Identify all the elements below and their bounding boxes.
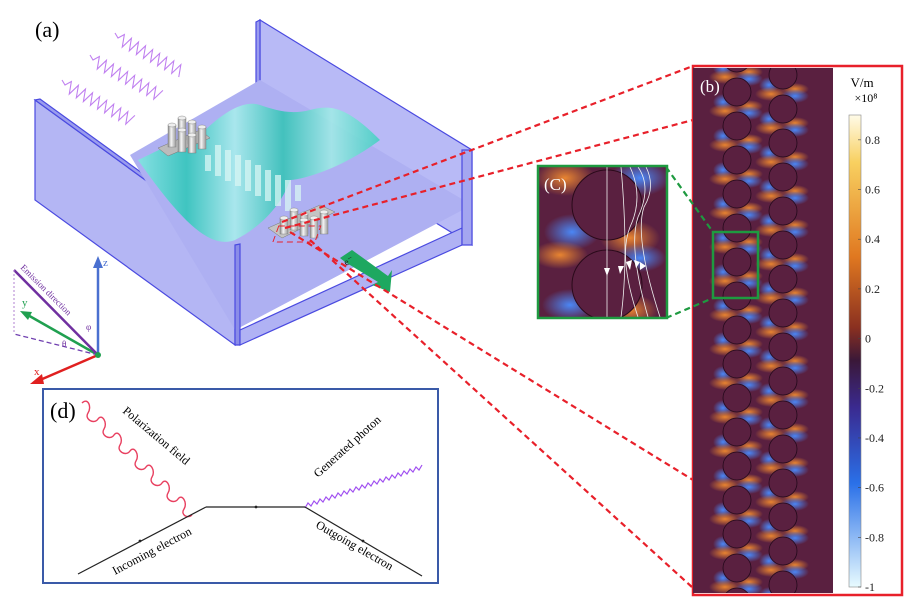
colorbar-tick-label: -0.6 [865, 481, 884, 495]
panel-c-frame [536, 164, 669, 320]
incoming-electron-line [77, 506, 207, 575]
pillar-cross-section [722, 315, 752, 345]
panel-a-label: (a) [35, 17, 59, 42]
panel-d-label: (d) [50, 398, 76, 423]
panel-b-label: (b) [700, 77, 720, 96]
pillar-cross-section [768, 502, 798, 532]
pillar-array-center [205, 145, 301, 211]
field-hotspot [755, 597, 787, 601]
pillar-cross-section [722, 213, 752, 243]
pillar-cross-section [722, 145, 752, 175]
z-label: z [103, 257, 108, 269]
colorbar-tick-label: 0.2 [865, 282, 880, 296]
y-label: y [22, 297, 28, 309]
pillar-cross-section [768, 468, 798, 498]
field-hotspot [709, 36, 741, 50]
colorbar-tick-label: -0.2 [865, 381, 884, 395]
feynman-diagram [77, 400, 423, 577]
phi-label: φ [86, 322, 91, 332]
panel-d-frame [42, 388, 439, 584]
coordinate-axes: z y x Emission direction φ θ [13, 256, 108, 384]
pillar-cross-section [722, 281, 752, 311]
pillar-cross-section [768, 434, 798, 464]
pillar-cross-section [768, 196, 798, 226]
pillar-cross-section [722, 553, 752, 583]
pillar-cross-section [722, 247, 752, 277]
pillar-cross-section [722, 485, 752, 515]
theta-label: θ [62, 339, 66, 349]
y-axis [25, 312, 99, 357]
colorbar-unit: V/m [850, 75, 873, 90]
pillar-cross-section [768, 264, 798, 294]
pillar-cross-section [768, 366, 798, 396]
colorbar-tick-label: -0.4 [865, 431, 884, 445]
pillar-cross-section [768, 68, 798, 90]
pillar-cross-section [768, 162, 798, 192]
field-hotspot [735, 38, 763, 52]
emission-direction-label: Emission direction [19, 262, 74, 317]
pillar-cross-section [768, 400, 798, 430]
zoom-lines-red [272, 64, 694, 589]
colorbar: V/m ×10⁸ 0.8 0.6 0.4 0.2 0 -0.2 -0.4 -0.6 -0.8 -1 [848, 75, 884, 594]
colorbar-tick-label: 0.8 [865, 133, 880, 147]
field-map [693, 36, 833, 601]
polarization-field-wave [81, 400, 193, 518]
colorbar-scale: ×10⁸ [855, 91, 878, 105]
generated-photon-wave [304, 464, 423, 509]
colorbar-tick-label: -1 [865, 580, 875, 594]
incident-photon-waves [61, 32, 182, 126]
pillar-cross-section [722, 77, 752, 107]
emission-direction-vector [13, 269, 99, 356]
pillar-cross-section [768, 128, 798, 158]
pillar-cross-section [722, 349, 752, 379]
zoom-lines-green [665, 166, 714, 320]
colorbar-gradient [848, 114, 862, 588]
pillar-cross-section [768, 332, 798, 362]
pillar-cross-section [722, 383, 752, 413]
colorbar-tick-label: 0.4 [865, 232, 880, 246]
x-label: x [34, 366, 40, 378]
colorbar-tick-label: 0 [865, 332, 871, 346]
panel-c-label: (C) [544, 175, 567, 194]
pillar-cross-section [722, 451, 752, 481]
pillar-cross-section [722, 519, 752, 549]
pillar-cross-section [768, 230, 798, 260]
pillar-cross-section [725, 587, 749, 593]
x-axis [39, 353, 99, 382]
pillar-array-left [157, 115, 211, 157]
pillar-cross-section [768, 298, 798, 328]
pillar-cross-section [768, 570, 798, 593]
pillar-cross-section [722, 111, 752, 141]
colorbar-tick-label: -0.8 [865, 530, 884, 544]
pillar-cross-section [768, 94, 798, 124]
zoom-region-box [711, 230, 760, 300]
pillar-cross-section [722, 417, 752, 447]
pillar-cross-section [722, 179, 752, 209]
colorbar-tick-label: 0.6 [865, 183, 880, 197]
inset-field-map [539, 167, 666, 317]
pillar-cross-section [768, 536, 798, 566]
